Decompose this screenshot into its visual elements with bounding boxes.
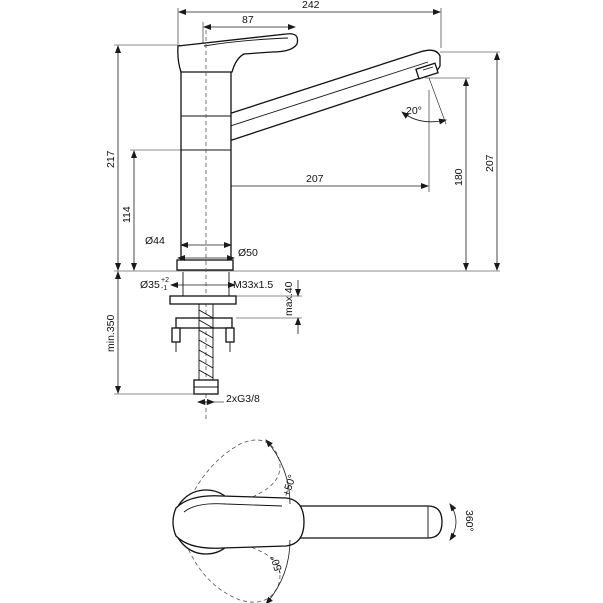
arc-lever-down — [265, 539, 291, 603]
braided-hose — [198, 309, 214, 379]
dim-total-width: 242 — [302, 0, 320, 11]
dim-thread: M33x1.5 — [233, 279, 273, 291]
lever-down-outline — [180, 529, 281, 603]
arc-spout-rotation — [449, 503, 457, 541]
dim-hole-diameter: Ø35 — [140, 279, 160, 291]
dim-body-height: 114 — [121, 206, 133, 223]
dim-body-diameter: Ø50 — [238, 247, 258, 259]
dim-spout-reach: 207 — [306, 173, 324, 185]
lever-top — [172, 495, 305, 549]
dim-lever-angle-up: +50° — [280, 473, 298, 498]
dim-outlet-angle: 20° — [406, 105, 422, 117]
dim-outlet-height: 180 — [453, 168, 465, 186]
dim-spout-height: 207 — [484, 154, 496, 172]
dim-base-diameter: Ø44 — [145, 235, 165, 247]
top-view: +50° -50° 360° — [172, 439, 475, 603]
base-ring — [176, 259, 234, 271]
spout — [215, 49, 441, 142]
side-view: 242 87 217 114 207 180 207 min.350 — [105, 0, 500, 420]
dim-spout-rotation: 360° — [463, 510, 475, 532]
dim-line-outlet-angle — [401, 111, 447, 125]
lever-up-outline — [180, 439, 281, 523]
dim-total-height: 217 — [105, 150, 117, 168]
dim-connection: 2xG3/8 — [226, 393, 260, 405]
arc-lever-up — [265, 439, 291, 505]
dim-hose-length: min.350 — [105, 314, 117, 352]
tolerance-plus: +2 — [161, 277, 169, 284]
tolerance-minus: -1 — [161, 285, 167, 292]
dim-lever-angle-down: -50° — [268, 554, 285, 576]
dim-handle-width: 87 — [242, 14, 254, 26]
dim-deck-thickness: max.40 — [283, 281, 295, 316]
lever-handle — [177, 33, 299, 73]
mounting-plate — [169, 295, 237, 305]
